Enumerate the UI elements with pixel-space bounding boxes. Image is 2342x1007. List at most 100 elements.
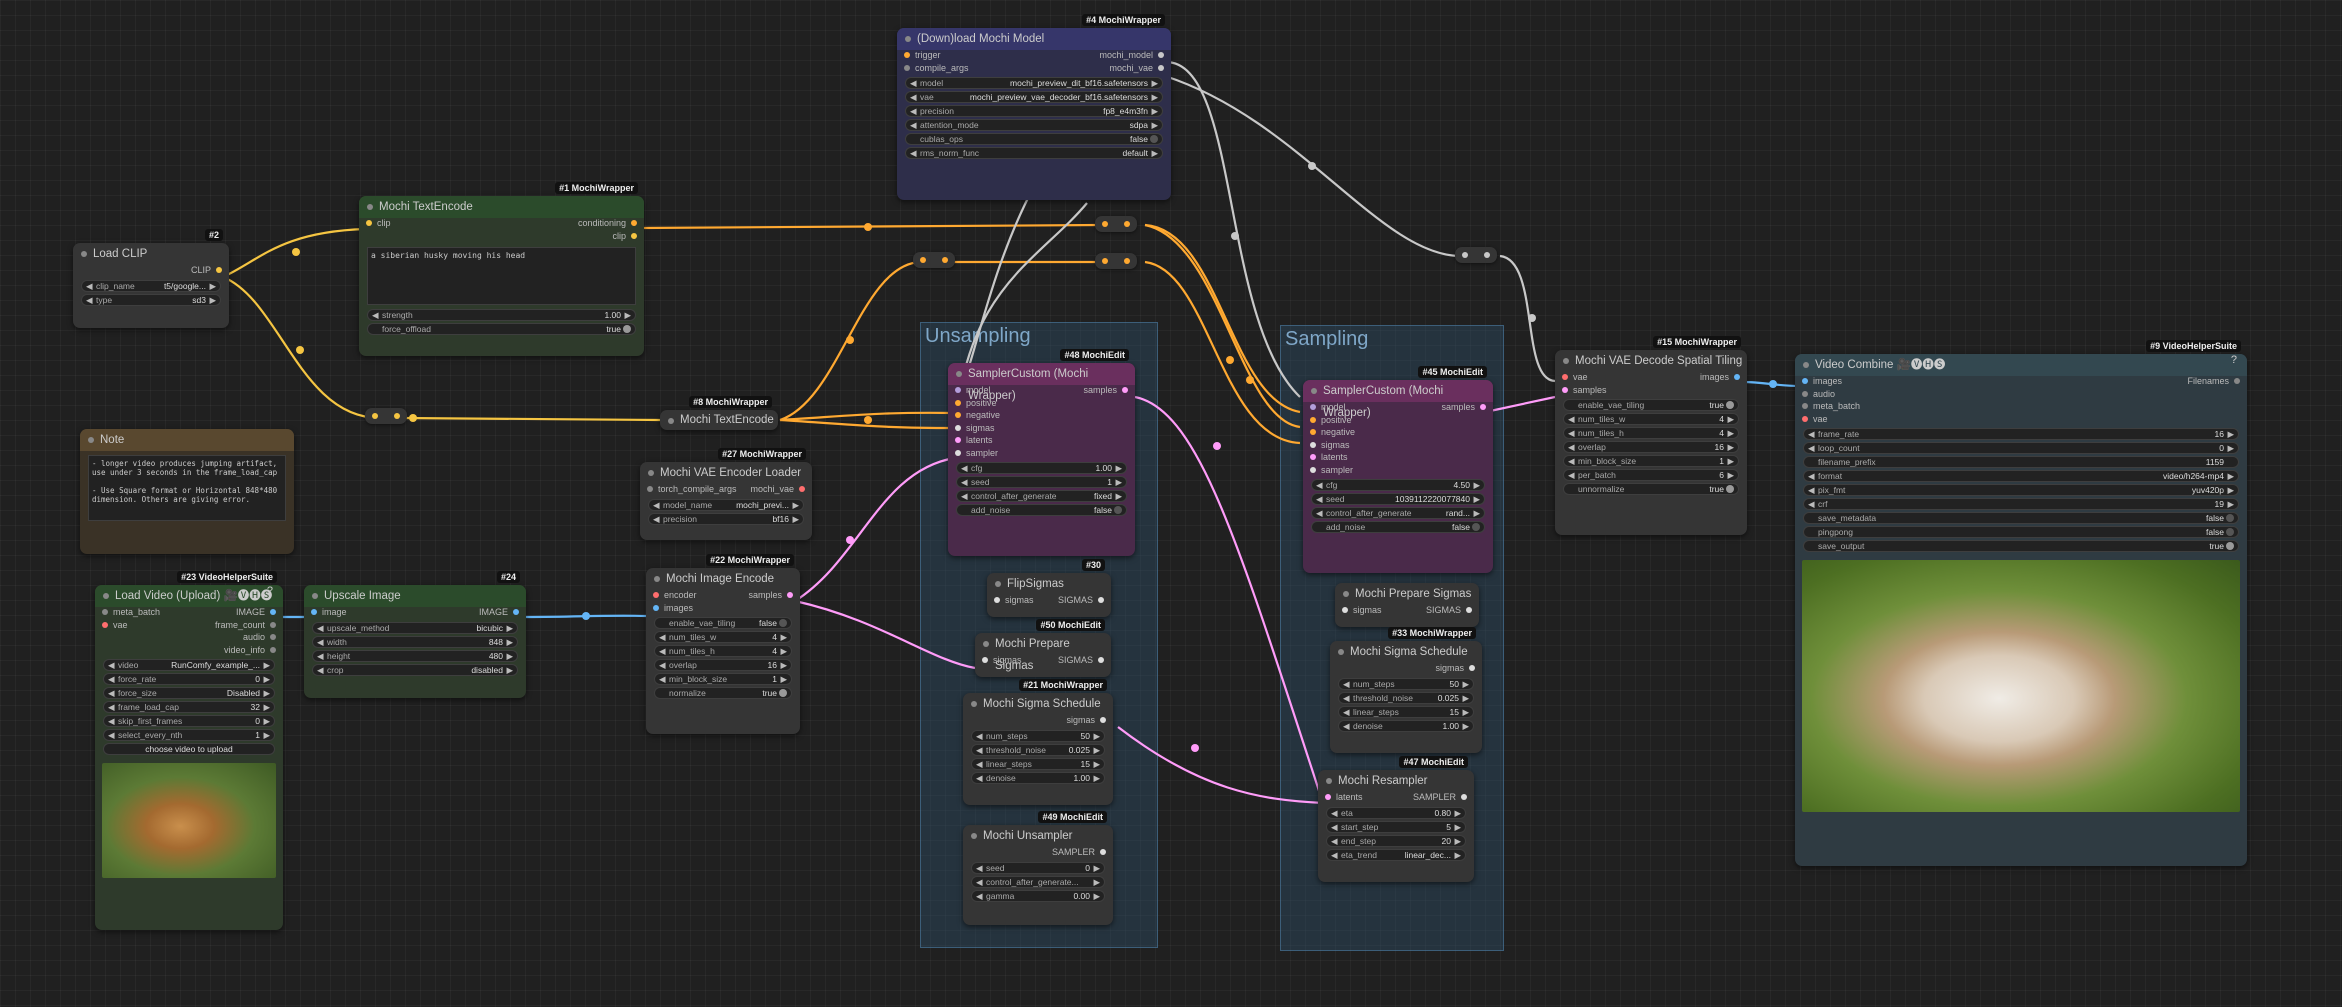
input-dot[interactable] xyxy=(955,449,961,456)
node-title[interactable]: SamplerCustom (Mochi Wrapper) xyxy=(1303,380,1493,419)
node-title[interactable]: SamplerCustom (Mochi Wrapper) xyxy=(948,363,1135,402)
node-title[interactable]: Mochi Image Encode xyxy=(646,568,800,590)
note-textarea[interactable]: - longer video produces jumping artifact… xyxy=(88,455,286,521)
output-dot[interactable] xyxy=(1158,64,1164,71)
node-image-encode[interactable]: Mochi Image Encode#22 MochiWrapper encod… xyxy=(646,554,800,734)
toggle-icon[interactable] xyxy=(1726,485,1734,493)
node-sampler-custom-45[interactable]: SamplerCustom (Mochi Wrapper)#45 MochiEd… xyxy=(1303,366,1493,573)
input-dot[interactable] xyxy=(1462,252,1468,258)
input-dot[interactable] xyxy=(920,257,926,263)
node-sigma-schedule-33[interactable]: Mochi Sigma Schedule#33 MochiWrapper sig… xyxy=(1330,627,1482,753)
output-dot[interactable] xyxy=(2234,378,2240,384)
input-dot[interactable] xyxy=(1325,794,1331,800)
arrow-left-icon[interactable]: ◀ xyxy=(86,294,93,305)
input-dot[interactable] xyxy=(1802,390,1808,397)
input-dot[interactable] xyxy=(1310,429,1316,435)
toggle-icon[interactable] xyxy=(1150,135,1158,143)
output-conditioning-dot[interactable] xyxy=(631,220,637,226)
node-title[interactable]: FlipSigmas xyxy=(987,573,1111,595)
node-vae-decode-spatial-tiling[interactable]: Mochi VAE Decode Spatial Tiling#15 Mochi… xyxy=(1555,336,1747,535)
arrow-left-icon[interactable]: ◀ xyxy=(86,280,93,291)
node-title[interactable]: Upscale Image xyxy=(304,585,526,607)
output-dot[interactable] xyxy=(787,592,793,598)
output-dot[interactable] xyxy=(1124,221,1130,227)
input-dot[interactable] xyxy=(653,592,659,598)
input-dot[interactable] xyxy=(1802,403,1808,409)
input-dot[interactable] xyxy=(372,413,378,419)
help-icon[interactable]: ? xyxy=(2230,354,2237,366)
input-dot[interactable] xyxy=(1310,466,1316,473)
output-dot[interactable] xyxy=(270,646,276,653)
output-dot[interactable] xyxy=(799,486,805,492)
node-sampler-custom-48[interactable]: SamplerCustom (Mochi Wrapper)#48 MochiEd… xyxy=(948,349,1135,556)
reroute-node[interactable] xyxy=(1455,247,1497,263)
input-dot[interactable] xyxy=(653,604,659,611)
output-dot[interactable] xyxy=(1484,252,1490,258)
node-load-video[interactable]: Load Video (Upload) 🎥🅥🅗🅢#23 VideoHelperS… xyxy=(95,571,283,930)
arrow-right-icon[interactable]: ▶ xyxy=(209,294,216,305)
node-title[interactable]: Mochi Resampler xyxy=(1318,770,1474,792)
node-sigma-schedule-21[interactable]: Mochi Sigma Schedule#21 MochiWrapper sig… xyxy=(963,679,1113,805)
node-prepare-sigmas-50[interactable]: Mochi Prepare Sigmas#50 MochiEdit sigmas… xyxy=(975,619,1111,677)
node-title[interactable]: Note xyxy=(80,429,294,451)
output-dot[interactable] xyxy=(1100,849,1106,855)
toggle-icon[interactable] xyxy=(2226,514,2234,522)
output-dot[interactable] xyxy=(1480,404,1486,410)
output-dot[interactable] xyxy=(270,634,276,640)
node-video-combine[interactable]: Video Combine 🎥🅥🅗🅢#9 VideoHelperSuite? i… xyxy=(1795,340,2247,866)
node-title[interactable]: Mochi TextEncode xyxy=(660,410,778,430)
input-dot[interactable] xyxy=(994,597,1000,603)
output-dot[interactable] xyxy=(1466,607,1472,613)
input-dot[interactable] xyxy=(1802,415,1808,422)
arrow-right-icon[interactable]: ▶ xyxy=(209,280,216,291)
reroute-node[interactable] xyxy=(365,408,407,424)
output-dot[interactable] xyxy=(1461,794,1467,800)
input-dot[interactable] xyxy=(1562,386,1568,393)
output-dot[interactable] xyxy=(1098,657,1104,663)
node-title[interactable]: Load CLIP xyxy=(73,243,229,265)
toggle-icon[interactable] xyxy=(2226,528,2234,536)
input-dot[interactable] xyxy=(955,387,961,393)
output-clip-dot[interactable] xyxy=(631,232,637,239)
toggle-icon[interactable] xyxy=(1726,401,1734,409)
output-dot[interactable] xyxy=(1100,717,1106,723)
reroute-node[interactable] xyxy=(1095,253,1137,269)
output-dot[interactable] xyxy=(394,413,400,419)
input-dot[interactable] xyxy=(1310,404,1316,410)
input-dot[interactable] xyxy=(955,437,961,443)
control-after-generate-combo[interactable]: ◀control_after_generate...▶ xyxy=(971,875,1105,888)
input-dot[interactable] xyxy=(102,621,108,628)
